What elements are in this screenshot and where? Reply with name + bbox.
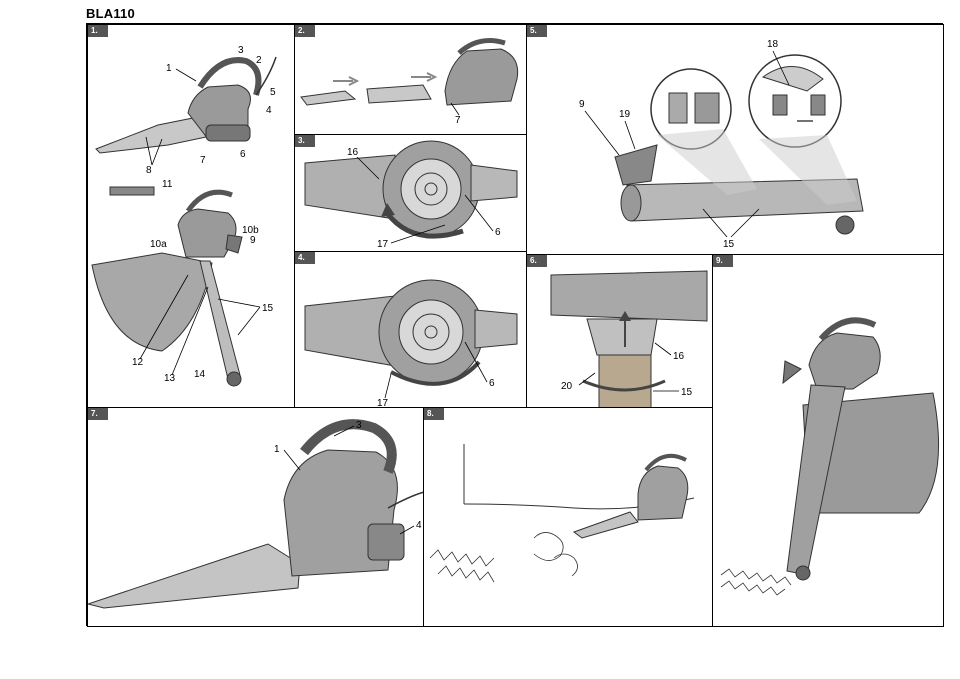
panel-tag: 9. [713, 255, 733, 267]
instruction-sheet: 1. 1 2 3 4 5 6 7 8 11 [86, 23, 944, 627]
callout-label: 15 [681, 387, 693, 398]
callout-label: 20 [561, 381, 573, 392]
leaf-blower-illustration [91, 56, 277, 387]
callout-label: 15 [262, 303, 274, 314]
callout-label: 17 [377, 239, 389, 250]
panel-tag: 5. [527, 25, 547, 37]
leaf-blower-illustration: 1 3 4 [88, 419, 423, 609]
callout-label: 18 [767, 39, 779, 50]
callout-label: 4 [266, 105, 272, 116]
leaf-blower-illustration [720, 317, 940, 596]
panel-4: 4. 17 6 [294, 251, 527, 409]
callout-label: 6 [495, 227, 501, 238]
callout-label: 10a [150, 239, 167, 250]
arrow-icon [348, 76, 360, 86]
callout-label: 4 [416, 520, 422, 531]
callout-label: 15 [723, 239, 735, 250]
leaf-blower-illustration: 16 20 15 [550, 270, 708, 408]
leaf-blower-illustration: 16 6 17 [304, 140, 518, 250]
panel-tag: 6. [527, 255, 547, 267]
callout-label: 6 [240, 149, 246, 160]
callout-label: 16 [673, 351, 685, 362]
panel-tag: 4. [295, 252, 315, 264]
callout-label: 16 [347, 147, 359, 158]
callout-label: 11 [162, 179, 173, 190]
panel-5: 5. 18 9 19 15 [526, 24, 944, 255]
leaves-illustration [429, 532, 578, 583]
panel-3: 3. 16 6 17 [294, 134, 527, 252]
model-title: BLA110 [86, 6, 135, 21]
callout-label: 13 [164, 373, 176, 384]
leaves-illustration [720, 568, 792, 596]
callout-label: 17 [377, 398, 389, 409]
leaf-blower-illustration [429, 444, 695, 583]
panel-6: 6. 16 20 15 [526, 254, 713, 409]
panel-9: 9. [712, 254, 944, 627]
callout-label: 19 [619, 109, 631, 120]
callout-label: 2 [256, 55, 262, 66]
callout-label: 7 [455, 115, 461, 126]
arrow-icon [426, 72, 438, 82]
panel-8: 8. [423, 407, 713, 627]
panel-1: 1. 1 2 3 4 5 6 7 8 11 [87, 24, 295, 408]
callout-label: 1 [166, 63, 172, 74]
callout-label: 3 [238, 45, 244, 56]
leaf-blower-illustration: 18 9 19 15 [579, 39, 864, 250]
callout-label: 10b [242, 225, 259, 236]
callouts: 1 2 3 4 5 6 7 8 11 10a 10b 9 15 12 13 14 [132, 45, 276, 384]
callout-label: 14 [194, 369, 206, 380]
callout-label: 9 [579, 99, 585, 110]
callout-label: 3 [356, 420, 362, 431]
callout-label: 1 [274, 444, 280, 455]
leaf-blower-illustration: 7 [300, 38, 519, 126]
callout-label: 12 [132, 357, 144, 368]
panel-7: 7. 1 3 4 [87, 407, 424, 627]
callout-label: 5 [270, 87, 276, 98]
callout-label: 6 [489, 378, 495, 389]
panel-tag: 7. [88, 408, 108, 420]
callout-label: 9 [250, 235, 256, 246]
callout-label: 8 [146, 165, 152, 176]
leaf-blower-illustration: 17 6 [304, 279, 518, 409]
arrow-icon [619, 311, 631, 321]
panel-tag: 8. [424, 408, 444, 420]
panel-tag: 2. [295, 25, 315, 37]
callout-label: 7 [200, 155, 206, 166]
panel-tag: 3. [295, 135, 315, 147]
arrow-icon [381, 203, 395, 217]
panel-tag: 1. [88, 25, 108, 37]
panel-2: 2. 7 [294, 24, 527, 135]
